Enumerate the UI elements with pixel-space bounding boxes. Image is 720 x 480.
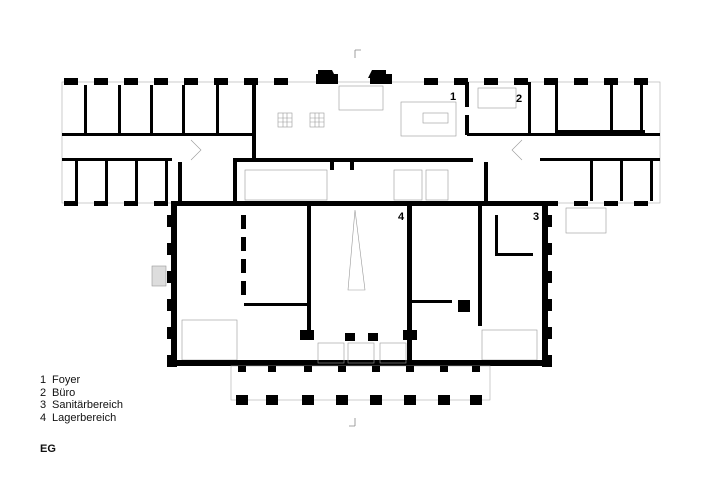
south-block [167,201,552,367]
facade-pier [634,78,648,85]
portico-pilaster [268,366,276,372]
partition-wall [118,85,121,135]
portico-column [470,395,482,405]
partition-wall [84,85,87,135]
facade-pier [514,78,528,85]
portico-pilaster [238,366,246,372]
facade-pier [64,78,78,85]
room-number-2: 2 [516,93,522,105]
partition-wall [182,85,185,135]
facade-pier [94,78,108,85]
window [167,327,171,339]
window [167,215,171,227]
portico-pilaster [472,366,480,372]
portico-pilaster [372,366,380,372]
facade-pier [64,201,78,206]
facade-pier [274,78,288,85]
pier-wall [241,281,246,295]
partition-wall [165,161,168,201]
facade-pier [574,201,588,206]
facade-pier [544,78,558,85]
room-number-1: 1 [450,91,456,103]
facade-pier [574,78,588,85]
partition-wall [650,161,653,201]
partition-wall [135,161,138,201]
pier-wall [241,237,246,251]
stair-hall [178,162,488,204]
facade-pier [94,201,108,206]
portico-pilaster [440,366,448,372]
partition-wall [610,85,613,135]
portico-column [438,395,450,405]
facade-pier [454,78,468,85]
north-wing [61,70,661,206]
window [548,355,552,367]
portico-column [302,395,314,405]
floor-label: EG [40,443,56,455]
facade-pier [154,201,168,206]
facade-pier [124,201,138,206]
window [167,355,171,367]
partition-wall [555,85,558,135]
facade-pier [544,201,558,206]
window [548,243,552,255]
axis-mark-bottom [349,418,356,427]
facade-pier [154,78,168,85]
portico-column [370,395,382,405]
partition-wall [555,130,645,133]
room-number-4: 4 [398,211,405,223]
partition-wall [640,85,643,135]
window [548,215,552,227]
facade-pier [484,78,498,85]
partition-wall [75,161,78,201]
room-number-3: 3 [533,211,539,223]
portico-column [336,395,348,405]
facade-pier [604,78,618,85]
facade-pier [124,78,138,85]
portico-column [236,395,248,405]
portico [230,365,491,405]
partition-wall [150,85,153,135]
pier-wall [241,215,246,229]
facade-pier [184,78,198,85]
partition-wall [590,161,593,201]
partition-wall [620,161,623,201]
window [167,271,171,283]
facade-pier [604,201,618,206]
axis-mark-top [354,49,361,58]
partition-wall [105,161,108,201]
portico-column [266,395,278,405]
portico-column [404,395,416,405]
portico-pilaster [406,366,414,372]
foyer-furniture [190,85,523,161]
facade-pier [424,78,438,85]
facade-pier [634,201,648,206]
window [548,271,552,283]
window [167,243,171,255]
facade-pier [214,78,228,85]
facade-pier [244,78,258,85]
pier-wall [241,259,246,273]
window [548,327,552,339]
window [167,299,171,311]
partition-wall [216,85,219,135]
hall-marking [151,209,407,364]
window [548,299,552,311]
portico-pilaster [304,366,312,372]
portico-pilaster [338,366,346,372]
